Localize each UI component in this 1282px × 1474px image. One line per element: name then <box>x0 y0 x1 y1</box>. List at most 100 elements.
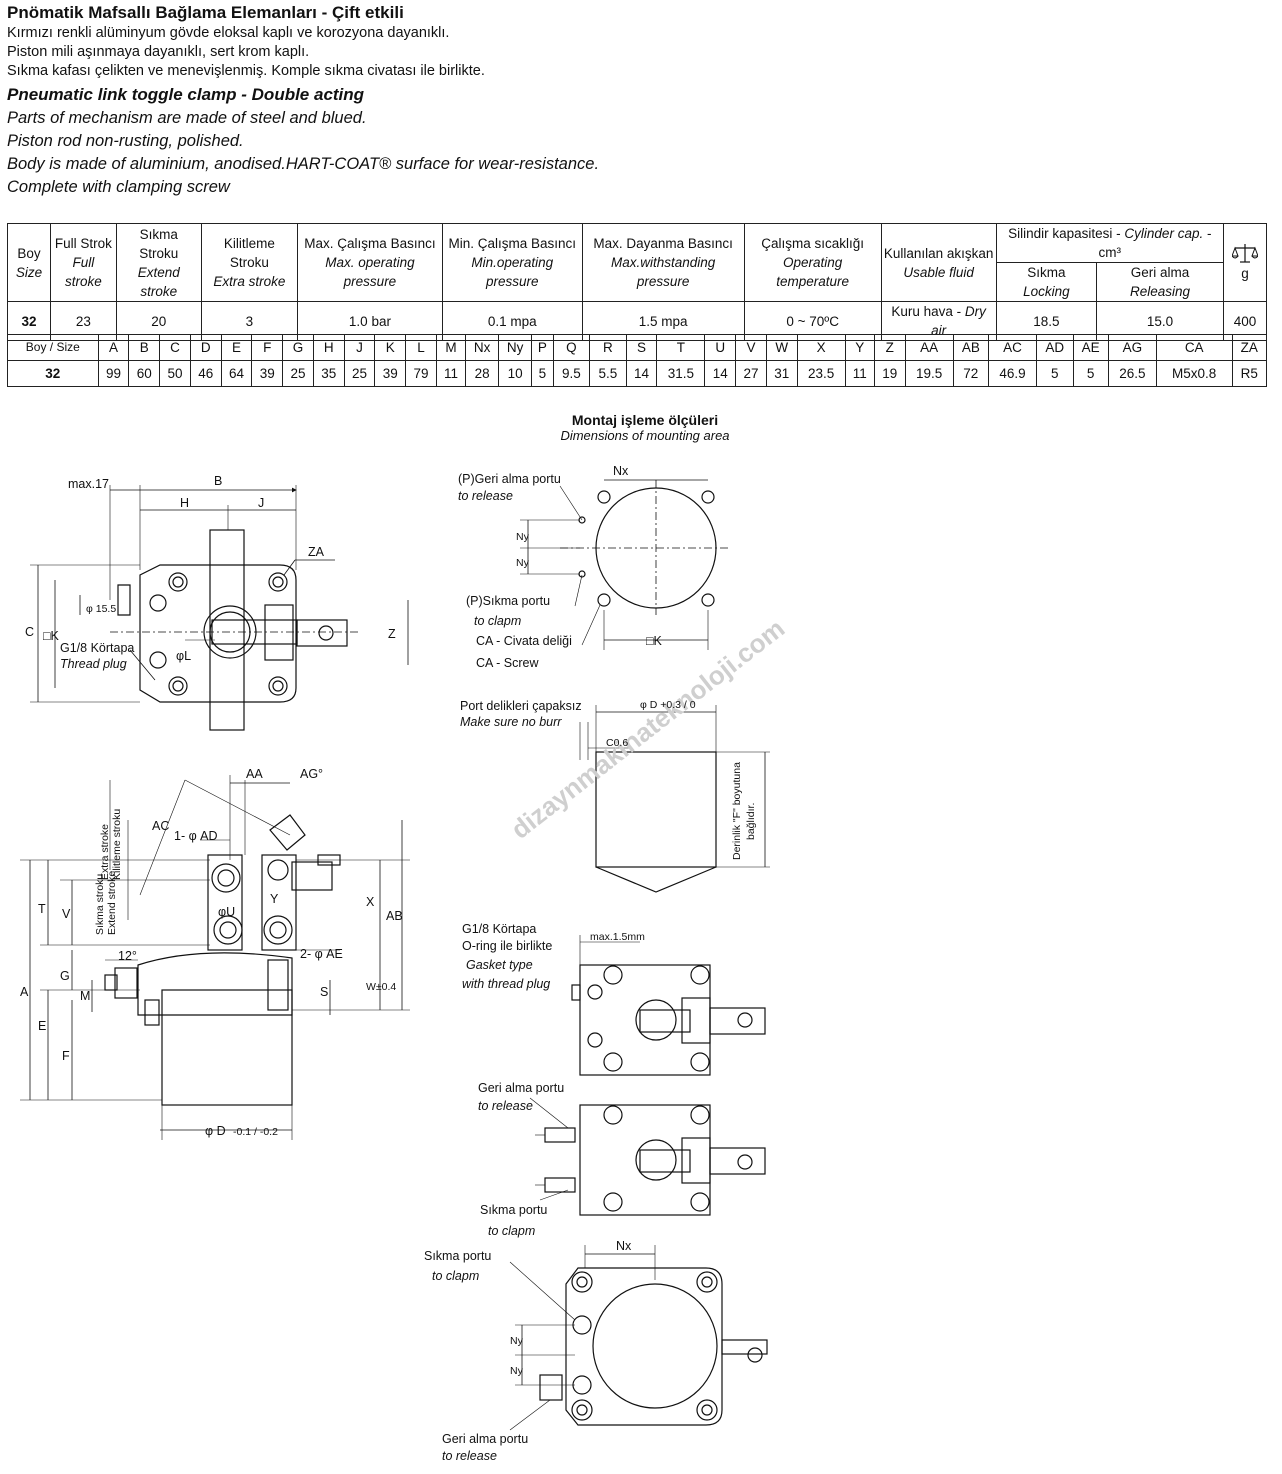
lbl-H: H <box>180 496 189 510</box>
lbl-port-tr: Port delikleri çapaksız <box>460 699 582 713</box>
port-variant-drawing <box>529 1097 766 1216</box>
lbl-AC: AC <box>152 819 169 833</box>
lbl-AB: AB <box>386 909 403 923</box>
dim-value-ny: 10 <box>498 360 533 387</box>
lbl-ny2: Ny <box>516 557 530 569</box>
dim-head-x: X <box>796 334 846 361</box>
lbl-M: M <box>80 989 90 1003</box>
lbl-ny4: Ny <box>510 1365 524 1377</box>
dim-head-z: Z <box>873 334 906 361</box>
lbl-ca-tr: CA - Civata deliği <box>476 634 572 648</box>
desc-en-2: Piston rod non-rusting, polished. <box>7 132 244 150</box>
lbl-D-tol: -0.1 / -0.2 <box>233 1126 278 1138</box>
lbl-kilit-tr: Kilitleme stroku <box>111 809 123 880</box>
dim-head-f: F <box>251 334 284 361</box>
dim-head-k: K <box>374 334 407 361</box>
dim-value-za: R5 <box>1231 360 1268 387</box>
lbl-Y: Y <box>270 892 279 906</box>
dim-value-aa: 19.5 <box>904 360 954 387</box>
lbl-geri3-en: to release <box>442 1449 497 1463</box>
lbl-sik-tr: (P)Sıkma portu <box>466 594 550 608</box>
lbl-AA: AA <box>246 767 263 781</box>
mounting-title-tr: Montaj işleme ölçüleri <box>571 412 719 428</box>
lbl-F: F <box>62 1049 70 1063</box>
lbl-lk: □K <box>646 634 663 648</box>
dim-head-u: U <box>704 334 737 361</box>
desc-tr-2: Piston mili aşınmaya dayanıklı, sert kro… <box>7 44 310 60</box>
lbl-B: B <box>214 474 222 488</box>
dim-value-ab: 72 <box>952 360 989 387</box>
gasket-drawing <box>571 935 766 1076</box>
lbl-depth-tr: Derinlik "F" boyutuna <box>731 762 743 860</box>
dim-value-l: 79 <box>405 360 437 387</box>
lbl-T: T <box>38 902 46 916</box>
dim-value-e: 64 <box>220 360 253 387</box>
lbl-ca-en: CA - Screw <box>476 656 539 670</box>
dim-value-nx: 28 <box>465 360 500 387</box>
dim-head-w: W <box>765 334 798 361</box>
dim-value-x: 23.5 <box>796 360 846 387</box>
lbl-c06: C0.6 <box>606 737 628 749</box>
lbl-AE: 2- φ AE <box>300 947 343 961</box>
lbl-K: □K <box>43 629 60 643</box>
lbl-max15: max.1.5mm <box>590 931 645 943</box>
lbl-sikma-tr: Sıkma stroku <box>94 874 106 935</box>
lbl-AD: 1- φ AD <box>174 829 218 843</box>
dim-value-j: 25 <box>343 360 376 387</box>
dim-value-f: 39 <box>251 360 284 387</box>
lbl-max17: max.17 <box>68 477 109 491</box>
scale-icon <box>1232 244 1258 263</box>
dim-value-t: 31.5 <box>656 360 706 387</box>
drawing-labels: max.17 B H J ZA C □K φ 15.5 G1/8 Körtapa… <box>20 464 757 1463</box>
dim-value-ac: 46.9 <box>987 360 1038 387</box>
dim-value-b: 60 <box>128 360 161 387</box>
dim-head-m: M <box>435 334 467 361</box>
desc-en-3: Body is made of aluminium, anodised.HART… <box>7 155 600 173</box>
dim-value-h: 35 <box>312 360 345 387</box>
dim-head-y: Y <box>844 334 875 361</box>
lbl-sikma-en: Extend stroke <box>106 871 118 935</box>
lbl-depth-tr2: bağlıdır. <box>745 803 757 840</box>
lbl-phiU: φU <box>218 905 235 919</box>
dim-head-ca: CA <box>1155 334 1233 361</box>
lbl-gask3: Gasket type <box>466 958 533 972</box>
dim-head-v: V <box>735 334 767 361</box>
dim-head-aa: AA <box>904 334 954 361</box>
port-section-drawing <box>579 705 770 893</box>
dim-head-ae: AE <box>1072 334 1109 361</box>
dim-value-c: 50 <box>159 360 191 387</box>
spec-col-weight: g <box>1223 223 1267 302</box>
dim-head-j: J <box>343 334 376 361</box>
lbl-sik-en: to clapm <box>474 614 521 628</box>
desc-tr-3: Sıkma kafası çelikten ve menevişlenmiş. … <box>7 63 485 79</box>
title-tr: Pnömatik Mafsallı Bağlama Elemanları - Ç… <box>7 3 404 22</box>
lbl-Z: Z <box>388 627 396 641</box>
lbl-phiD03: φ D +0.3 / 0 <box>640 699 696 711</box>
lbl-g18-tr: G1/8 Körtapa <box>60 641 134 655</box>
lbl-A: A <box>20 985 29 999</box>
title-en: Pneumatic link toggle clamp - Double act… <box>7 85 365 104</box>
lbl-gask4: with thread plug <box>462 977 550 991</box>
lbl-D: φ D <box>205 1124 226 1138</box>
desc-en-4: Complete with clamping screw <box>7 178 230 196</box>
dim-head-b: B <box>128 334 161 361</box>
dim-head-g: G <box>282 334 314 361</box>
lbl-sik2-tr: Sıkma portu <box>480 1203 547 1217</box>
dim-value-y: 11 <box>844 360 875 387</box>
lbl-sik3-tr: Sıkma portu <box>424 1249 491 1263</box>
dim-head-d: D <box>189 334 222 361</box>
lbl-gask1: G1/8 Körtapa <box>462 922 536 936</box>
mounting-title-en: Dimensions of mounting area <box>560 428 730 443</box>
dim-head-p: P <box>531 334 554 361</box>
lbl-nx: Nx <box>613 464 629 478</box>
lbl-geri2-tr: Geri alma portu <box>478 1081 564 1095</box>
lbl-12deg: 12° <box>118 949 137 963</box>
